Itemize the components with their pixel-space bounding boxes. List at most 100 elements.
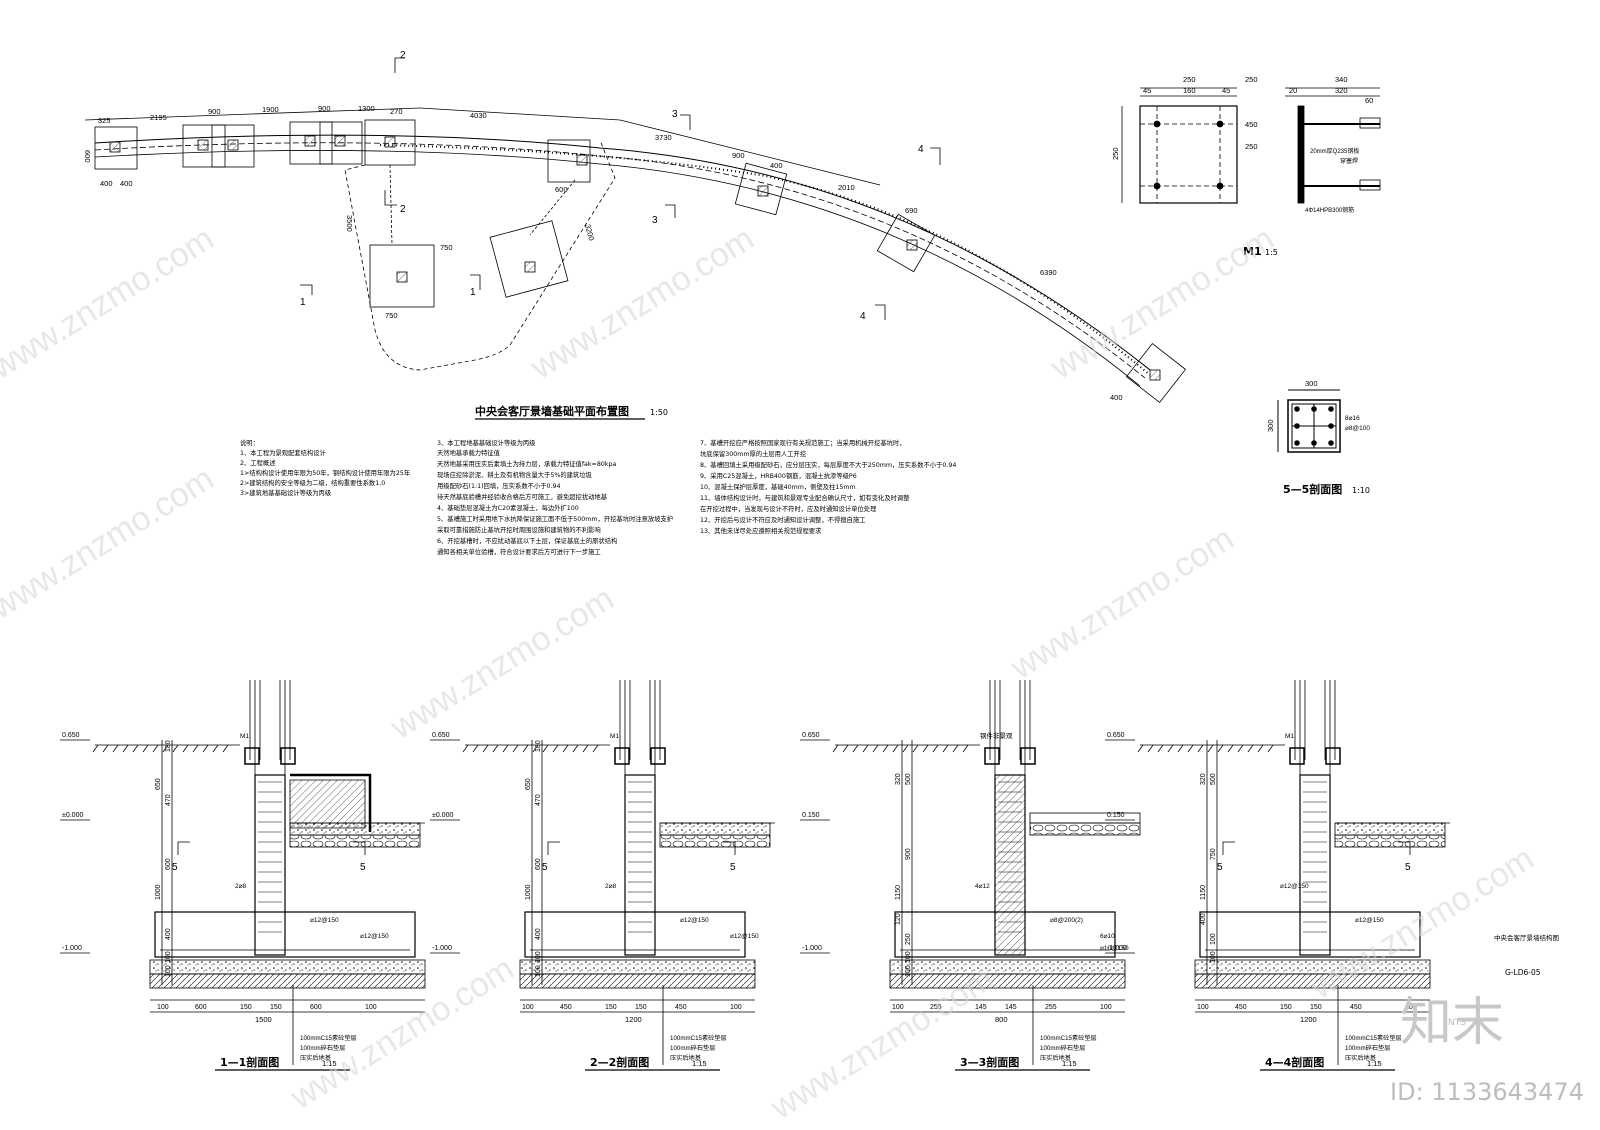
project-name: 中央会客厅景墙结构图 bbox=[1494, 933, 1559, 942]
section-text: -1.000 bbox=[62, 945, 82, 952]
note-line: 5、基槽施工时采用地下水抗降保证施工面不低于500mm，开挖基坑时注意放坡支护 bbox=[437, 514, 673, 523]
section-text: M1 bbox=[1285, 733, 1294, 740]
section-mark: 3 bbox=[672, 109, 678, 120]
watermark: www.znzmo.com bbox=[1043, 219, 1280, 387]
section-text: 1200 bbox=[625, 1015, 642, 1024]
note-line: 3>建筑地基基础设计等级为丙级 bbox=[240, 488, 332, 497]
section-text: 255 bbox=[1045, 1004, 1057, 1011]
plan-dim: 6390 bbox=[1040, 268, 1057, 277]
section-mark: 1 bbox=[300, 297, 306, 308]
sec55-rebar: 8⌀16 bbox=[1345, 415, 1360, 422]
section-4 bbox=[1105, 680, 1450, 1071]
note-line: 天然地基承载力特征值 bbox=[437, 448, 501, 457]
pad bbox=[289, 121, 333, 165]
note-line: 天然地基采用压实后素填土为持力层，承载力特征值fak=80kpa bbox=[437, 459, 616, 468]
m1-note: 20mm厚Q235钢板 bbox=[1310, 147, 1359, 155]
plan-dims: 2195 900 1900 900 1300 4030 3730 2010 63… bbox=[83, 50, 1258, 402]
pad bbox=[547, 139, 591, 183]
section-mark: 4 bbox=[860, 311, 866, 322]
section-text: 1:15 bbox=[1367, 1059, 1382, 1068]
section-text: 100 bbox=[365, 1004, 377, 1011]
section-text: ⌀10@150 bbox=[1100, 945, 1129, 952]
plan-dim: 2195 bbox=[150, 113, 167, 122]
section-text: 1200 bbox=[1300, 1015, 1317, 1024]
section-mark: 3 bbox=[652, 215, 658, 226]
section-text: 压实后地基 bbox=[670, 1054, 701, 1062]
pad bbox=[182, 124, 226, 168]
section-text: 250 bbox=[905, 933, 912, 945]
section-text: 3—3剖面图 bbox=[960, 1055, 1019, 1069]
section-text: 100mm碎石垫层 bbox=[1345, 1044, 1390, 1052]
section-text: 400 bbox=[535, 928, 542, 940]
pad bbox=[876, 213, 936, 273]
section-text: 100 bbox=[1210, 951, 1217, 963]
plan-title: 中央会客厅景墙基础平面布置图 bbox=[475, 404, 629, 418]
note-line: 说明： bbox=[240, 438, 259, 447]
section-text: 150 bbox=[635, 1004, 647, 1011]
section-text: 5 bbox=[360, 862, 366, 873]
note-line: 2、工程概述 bbox=[240, 458, 276, 467]
section-text: 100 bbox=[1210, 933, 1217, 945]
plan-dim: 325 bbox=[98, 116, 111, 125]
section-text: 0.150 bbox=[1107, 812, 1125, 819]
section-text: ±0.000 bbox=[432, 812, 453, 819]
section-views: 0.650±0.000-1.00018065047060010004001001… bbox=[60, 680, 1450, 1071]
section-text: ⌀12@150 bbox=[1355, 917, 1384, 924]
plan-dim: 2010 bbox=[838, 183, 855, 192]
section-text: 470 bbox=[535, 794, 542, 806]
note-line: 11、墙体结构设计时，与建筑和景观专业配合确认尺寸，如有变化及时调整 bbox=[700, 493, 910, 502]
sec55-dim: 300 bbox=[1266, 419, 1275, 432]
note-line: 12、开挖后与设计不符应及时通知设计调整，不得擅自施工 bbox=[700, 515, 865, 524]
section-text: 100mm碎石垫层 bbox=[300, 1044, 345, 1052]
brand-id: ID: 1133643474 bbox=[1390, 1078, 1584, 1106]
section-text: ⌀12@150 bbox=[730, 933, 759, 940]
note-line: 待天然基底验槽并经验收合格后方可施工，避免超挖扰动地基 bbox=[437, 492, 608, 501]
section-text: 900 bbox=[905, 848, 912, 860]
section-text: 0.650 bbox=[1107, 732, 1125, 739]
m1-note: 4Φ14HPB300钢筋 bbox=[1305, 206, 1354, 214]
drawing-code: G-LD6-05 bbox=[1505, 968, 1541, 977]
section-text: 100 bbox=[157, 1004, 169, 1011]
section-text: 4⌀12 bbox=[975, 883, 990, 890]
pad bbox=[211, 124, 255, 168]
section-text: 150 bbox=[1280, 1004, 1292, 1011]
section-text: 600 bbox=[535, 858, 542, 870]
section-text: 1150 bbox=[1200, 885, 1207, 900]
pad bbox=[94, 126, 138, 170]
pad bbox=[1125, 342, 1187, 404]
m1-detail bbox=[1121, 87, 1381, 204]
note-line: 13、其他未详尽处应遵照相关规范规程要求 bbox=[700, 526, 822, 535]
section-text: 5 bbox=[1217, 862, 1223, 873]
plan-view bbox=[84, 57, 1187, 404]
section-text: 600 bbox=[310, 1004, 322, 1011]
section-text: 150 bbox=[605, 1004, 617, 1011]
section-text: 4—4剖面图 bbox=[1265, 1055, 1324, 1069]
section-text: 180 bbox=[165, 740, 172, 752]
section-text: 800 bbox=[995, 1015, 1008, 1024]
section-text: 2⌀8 bbox=[605, 883, 617, 890]
brand-logo: 知末 bbox=[1400, 993, 1504, 1053]
section-text: 500 bbox=[1210, 773, 1217, 785]
section-text: 100mmC15素砼垫层 bbox=[300, 1034, 357, 1042]
section-text: 1150 bbox=[895, 885, 902, 900]
note-line: 现场应挖除淤泥、耕土及有机物含量大于5%的建筑垃圾 bbox=[437, 470, 593, 479]
section-text: 470 bbox=[165, 794, 172, 806]
section-text: 压实后地基 bbox=[300, 1054, 331, 1062]
section-text: 1:15 bbox=[1062, 1059, 1077, 1068]
plan-dim: 250 bbox=[1245, 142, 1258, 151]
pad-label: 600 bbox=[555, 185, 568, 194]
section-text: 600 bbox=[195, 1004, 207, 1011]
section-text: ±0.000 bbox=[62, 812, 83, 819]
plan-scale: 1:50 bbox=[650, 408, 668, 417]
note-line: 7、基槽开挖应严格按照国家现行有关规范施工；当采用机械开挖基坑时， bbox=[700, 438, 906, 447]
section-text: 400 bbox=[1200, 913, 1207, 925]
section-text: 450 bbox=[1350, 1004, 1362, 1011]
plan-dim: 400 bbox=[770, 161, 783, 170]
m1-dim: 20 bbox=[1289, 86, 1297, 95]
section-text: ⌀12@150 bbox=[310, 917, 339, 924]
section-text: 1:15 bbox=[692, 1059, 707, 1068]
watermark: www.znzmo.com bbox=[1003, 519, 1240, 687]
plan-dim: 270 bbox=[390, 107, 403, 116]
section-text: 100 bbox=[905, 965, 912, 977]
section-text: 100mmC15素砼垫层 bbox=[1040, 1034, 1097, 1042]
